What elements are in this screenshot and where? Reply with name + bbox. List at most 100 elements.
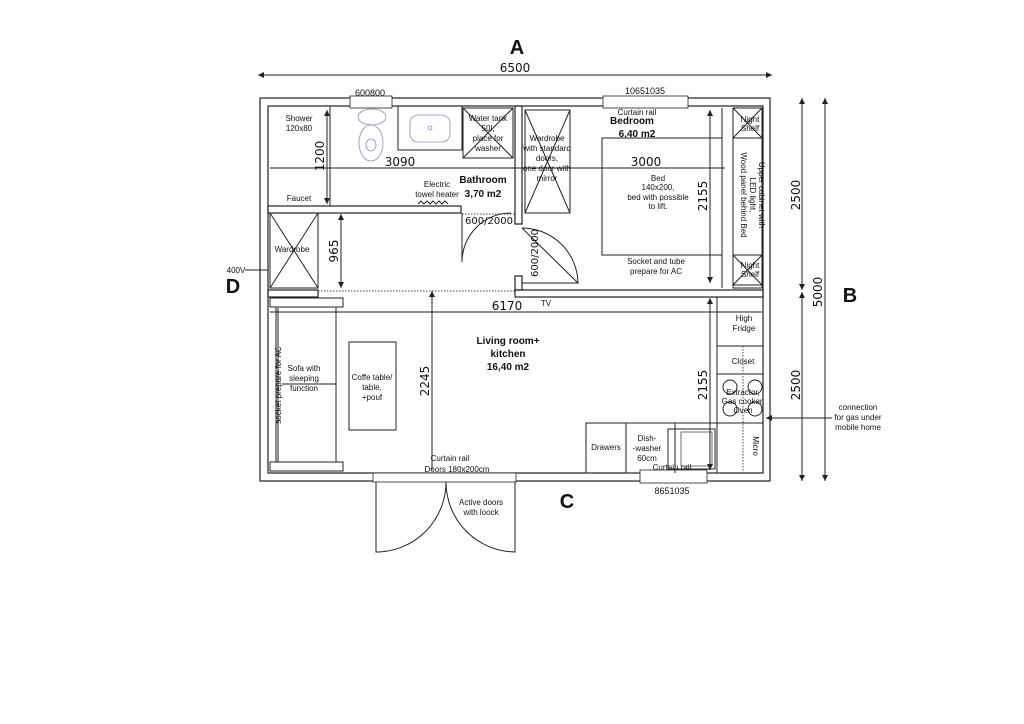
living-depth-dimension: 2245 [418,366,432,397]
entrance-door-right[interactable] [445,481,516,553]
sink-basin [680,431,713,467]
bathroom-door[interactable] [461,212,512,263]
right-lower-dimension: 2500 [789,370,803,401]
side-label-b: B [843,285,857,307]
cooker-label: Oven [733,406,752,415]
water-tank-box [462,107,514,159]
side-label-d: D [226,276,240,298]
toilet-icon [357,108,387,162]
wardrobe-label: one door with [523,164,571,173]
sofa-label: sleeping [289,374,319,383]
bathroom-wall [267,205,462,214]
table-label: Coffe table/ [352,373,394,382]
sink-counter [397,105,463,151]
cooker-label: Gas cooker, [722,397,765,406]
dishwasher-label: 60cm [637,454,657,463]
table-label: +pouf [362,393,383,402]
kitchen-window-dimension: 8651035 [654,486,689,496]
entrance-opening [372,472,517,483]
bathroom-window [349,95,393,109]
bed-depth-dimension: 2155 [696,181,710,212]
water-tank-label: 50l, [482,124,495,133]
shower-size: 120x80 [286,124,313,133]
night-shelf-label: Shelf [741,270,760,279]
kitchen-window [639,469,708,484]
fridge-label: High [736,314,752,323]
bathroom-side-wall [514,105,523,225]
wardrobe-label: mirror [537,174,558,183]
shower-label: Shower [285,114,312,123]
right-upper-dimension: 2500 [789,180,803,211]
total-depth-dimension: 5000 [811,277,825,308]
gas-label: mobile home [835,423,881,432]
living-socket-label: socket prepare for AC [274,346,283,424]
bed-width-dimension: 3000 [631,155,662,169]
bath-width-dimension: 3090 [385,155,416,169]
kitchen-curtain-label: Curtain rail [653,463,692,472]
sofa-label: function [290,384,318,393]
sofa-label: Sofa with [288,364,321,373]
gas-label: connection [839,403,878,412]
bed-label: bed with possible [627,193,689,202]
power-label: 400V [227,266,246,275]
bath-door-dimension: 600/2000 [465,216,513,227]
micro-label: Micro [751,436,760,456]
wardrobe-depth-dimension: 965 [327,240,341,263]
bedroom-door[interactable] [521,227,579,285]
total-width-dimension: 6500 [500,61,531,75]
table-label: table, [362,383,382,392]
socket-label: Socket and tube [627,257,685,266]
towel-heater-icon [417,200,449,205]
bed-door-dimension: 600/2000 [530,229,541,277]
kitchen-sink-icon [667,428,716,470]
faucet-label: Faucet [287,194,312,203]
bed-label: to lift. [648,202,667,211]
bedroom-title: Bedroom [610,116,654,127]
bathroom-area: 3,70 m2 [465,189,502,200]
drawers [585,422,627,474]
cabinet-label: Upper cabinet with [757,162,766,228]
bedroom-window [602,95,689,109]
dishwasher-label: -washer [633,444,662,453]
cabinet-label: Wood panel behind Bed [739,152,748,237]
doors-label: Doors 180x200cm [425,465,490,474]
kitchen-depth-dimension: 2155 [696,370,710,401]
water-tank-label: place for [473,134,504,143]
water-tank-label: Water tank [469,114,508,123]
night-shelf-bottom [732,254,763,286]
hall-wardrobe-label: Wardrobe [275,245,310,254]
coffee-table [348,341,397,431]
hall-wardrobe-box [269,212,319,289]
middle-wall-left [267,289,319,298]
middle-wall-right [514,289,764,298]
socket-label: prepare for AC [630,267,682,276]
closet-label: Closet [732,357,755,366]
cooker-label: Extractor, [726,388,760,397]
fridge-label: Fridge [733,324,756,333]
bath-wardrobe-box [524,109,571,214]
bathroom-title: Bathroom [459,175,506,186]
wardrobe-label: Wardrobe [530,134,565,143]
wardrobe-label: with standard [522,144,571,153]
living-title: Living room+ [476,336,539,347]
active-doors-label: Active doors [459,498,503,507]
bedroom-curtain-label: Curtain rail [618,108,657,117]
living-area: 16,40 m2 [487,362,530,373]
drawers-label: Drawers [591,443,621,452]
entrance-door-left[interactable] [375,481,447,553]
night-shelf-label: Shelf [741,124,760,133]
active-doors-label: with loock [462,508,499,517]
side-label-a: A [510,37,524,59]
bed-label: Bed [651,174,665,183]
night-shelf-label: Night [741,115,760,124]
heater-label: Electric [424,180,450,189]
living-title: kitchen [490,349,525,360]
sofa-arm [269,297,344,308]
bath-window-dimension: 600800 [355,88,385,98]
living-curtain-label: Curtain rail [431,454,470,463]
sink-icon [409,114,451,143]
heater-label: towel heater [415,190,459,199]
dishwasher-label: Dish- [638,434,657,443]
side-label-c: C [560,491,574,513]
